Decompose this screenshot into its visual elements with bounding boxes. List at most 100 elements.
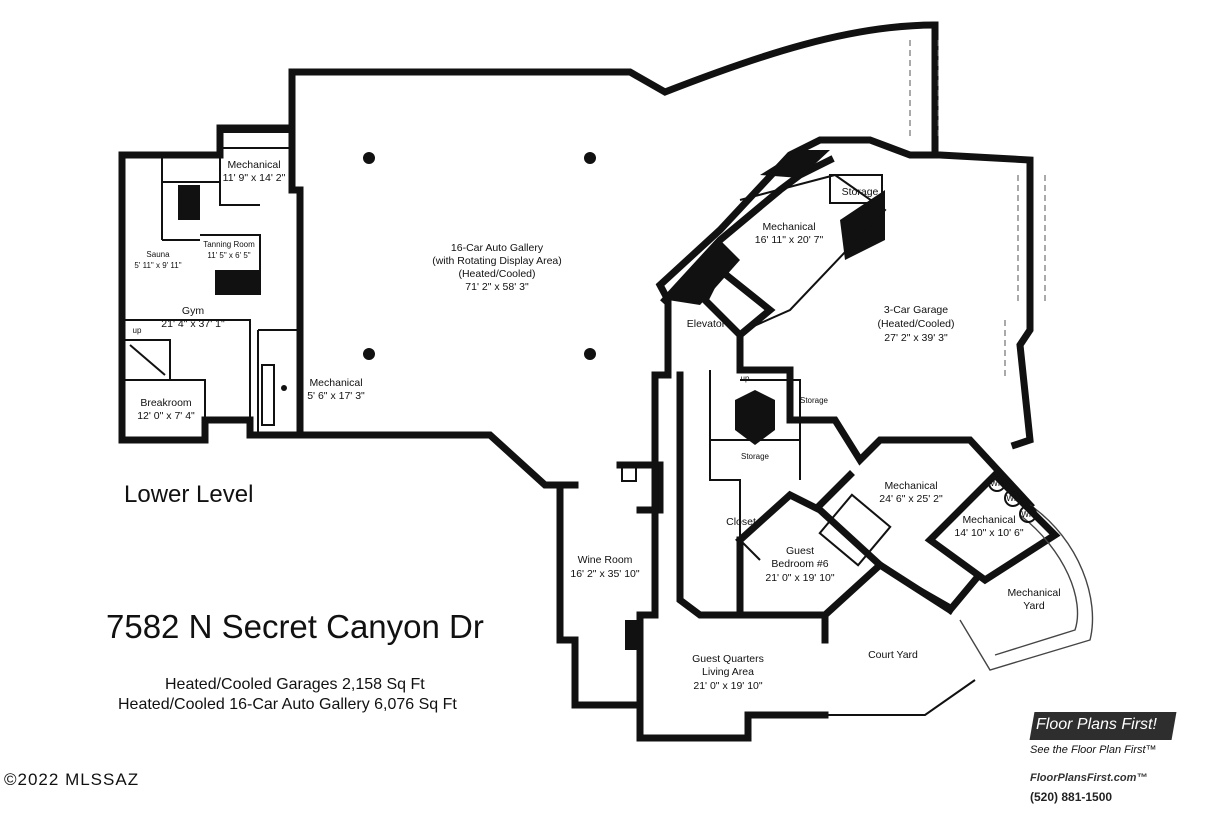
mech-wh-wall xyxy=(924,470,1061,585)
mechanical-units xyxy=(221,131,291,149)
room-label-sauna: Sauna 5' 11" x 9' 11" xyxy=(134,250,181,270)
svg-text:16' 11" x 20' 7": 16' 11" x 20' 7" xyxy=(755,234,824,246)
level-title: Lower Level xyxy=(124,481,254,508)
svg-text:21' 0" x 19' 10": 21' 0" x 19' 10" xyxy=(693,680,763,692)
mech-large-wall xyxy=(815,470,980,615)
svg-text:WH: WH xyxy=(1021,510,1035,519)
svg-text:Mechanical: Mechanical xyxy=(1007,587,1060,599)
mech-elevator-room xyxy=(739,173,887,331)
svg-text:5' 11" x 9' 11": 5' 11" x 9' 11" xyxy=(134,261,181,270)
room-label-storage-b: Storage xyxy=(741,452,770,461)
gym-stair-up-label: up xyxy=(133,326,142,335)
auto-gallery-note1: (with Rotating Display Area) xyxy=(432,255,562,267)
room-label-court: Court Yard xyxy=(868,649,918,661)
svg-text:16' 2" x 35' 10": 16' 2" x 35' 10" xyxy=(570,568,640,580)
svg-text:WH: WH xyxy=(1006,494,1020,503)
mech-wall-fill-3 xyxy=(840,190,885,260)
water-heater-labels: WH WH WH xyxy=(990,479,1035,519)
mech-equipment xyxy=(261,364,275,426)
svg-text:Mechanical: Mechanical xyxy=(309,377,362,389)
column xyxy=(584,348,596,360)
wine-room-wall xyxy=(556,461,664,514)
room-label-breakroom: Breakroom 12' 0" x 7' 4" xyxy=(137,397,195,422)
svg-text:Mechanical: Mechanical xyxy=(762,221,815,233)
auto-gallery-wall xyxy=(288,68,1034,709)
gym-stair xyxy=(125,339,171,381)
logo-phone: (520) 881-1500 xyxy=(1030,790,1113,804)
auto-gallery-note2: (Heated/Cooled) xyxy=(458,268,535,280)
room-label-mech-yard: Mechanical Yard xyxy=(1007,587,1060,612)
room-label-storage-top: Storage xyxy=(842,186,879,198)
auto-gallery-top-wall xyxy=(288,21,939,96)
svg-text:14' 10" x 10' 6": 14' 10" x 10' 6" xyxy=(954,527,1024,539)
guest-bedroom-wall xyxy=(735,490,886,620)
stair-core xyxy=(735,390,775,445)
svg-text:24' 6" x 25' 2": 24' 6" x 25' 2" xyxy=(879,493,943,505)
room-label-tanning: Tanning Room 11' 5" x 6' 5" xyxy=(203,240,255,260)
svg-text:21' 0" x 19' 10": 21' 0" x 19' 10" xyxy=(765,572,835,584)
sauna-bench xyxy=(178,185,200,220)
column xyxy=(363,152,375,164)
stair-up-label: up xyxy=(741,374,750,383)
room-label-guest-living: Guest Quarters Living Area 21' 0" x 19' … xyxy=(692,653,764,692)
brand-logo: Floor Plans First! See the Floor Plan Fi… xyxy=(1028,712,1188,812)
corridor-east-wall xyxy=(676,331,1035,619)
auto-gallery-dims: 71' 2" x 58' 3" xyxy=(465,281,529,293)
svg-text:Bedroom #6: Bedroom #6 xyxy=(771,558,828,570)
room-label-closet: Closet xyxy=(726,516,756,528)
room-label-garage: 3-Car Garage (Heated/Cooled) 27' 2" x 39… xyxy=(877,304,954,344)
svg-text:Living Area: Living Area xyxy=(702,666,754,678)
svg-text:12' 0" x 7' 4": 12' 0" x 7' 4" xyxy=(137,410,195,422)
room-label-mech-small: Mechanical 5' 6" x 17' 3" xyxy=(307,377,365,402)
svg-text:Sauna: Sauna xyxy=(146,250,170,259)
bed-outline xyxy=(818,493,892,567)
svg-text:Mechanical: Mechanical xyxy=(962,514,1015,526)
room-label-mech-top-left: Mechanical 11' 9" x 14' 2" xyxy=(223,159,286,184)
svg-text:Guest Quarters: Guest Quarters xyxy=(692,653,764,665)
svg-text:Breakroom: Breakroom xyxy=(140,397,192,409)
mechanical-yard-curve xyxy=(959,504,1094,671)
svg-text:Wine Room: Wine Room xyxy=(578,554,633,566)
elevator-shaft xyxy=(660,155,835,340)
room-label-elevator: Elevator xyxy=(687,318,726,330)
mech-wall-fill-2 xyxy=(760,150,830,178)
logo-brand: Floor Plans First! xyxy=(1036,716,1157,733)
column xyxy=(363,348,375,360)
room-label-guest-bed: Guest Bedroom #6 21' 0" x 19' 10" xyxy=(765,545,835,584)
copyright-text: ©2022 MLSSAZ xyxy=(4,770,140,789)
stat-garages: Heated/Cooled Garages 2,158 Sq Ft xyxy=(165,676,425,693)
property-address: 7582 N Secret Canyon Dr xyxy=(106,608,484,645)
room-label-auto-gallery: 16-Car Auto Gallery (with Rotating Displ… xyxy=(432,242,562,293)
room-label-mech-elevator: Mechanical 16' 11" x 20' 7" xyxy=(755,221,824,246)
room-label-wine: Wine Room 16' 2" x 35' 10" xyxy=(570,554,640,580)
stat-auto-gallery: Heated/Cooled 16-Car Auto Gallery 6,076 … xyxy=(118,696,457,713)
svg-text:Yard: Yard xyxy=(1023,600,1045,612)
auto-gallery-name: 16-Car Auto Gallery xyxy=(451,242,544,254)
svg-text:(Heated/Cooled): (Heated/Cooled) xyxy=(877,318,954,330)
column xyxy=(584,152,596,164)
svg-text:3-Car Garage: 3-Car Garage xyxy=(884,304,948,316)
svg-text:WH: WH xyxy=(990,479,1004,488)
tanning-bed xyxy=(215,270,260,295)
svg-text:Gym: Gym xyxy=(182,305,204,317)
room-label-mech-large: Mechanical 24' 6" x 25' 2" xyxy=(879,480,943,505)
svg-text:Mechanical: Mechanical xyxy=(227,159,280,171)
room-label-gym: Gym 21' 4" x 37' 1" xyxy=(161,305,225,330)
svg-text:Mechanical: Mechanical xyxy=(884,480,937,492)
courtyard-wall xyxy=(825,564,976,716)
svg-text:11' 9" x 14' 2": 11' 9" x 14' 2" xyxy=(223,172,286,184)
interior-walls-left xyxy=(122,155,300,435)
mech-wall-fill xyxy=(668,240,740,305)
svg-text:11' 5" x 6' 5": 11' 5" x 6' 5" xyxy=(207,251,250,260)
logo-tagline: See the Floor Plan First™ xyxy=(1030,744,1157,756)
room-label-mech-wh: Mechanical 14' 10" x 10' 6" xyxy=(954,514,1024,539)
room-label-storage-a: Storage xyxy=(800,396,829,405)
logo-url: FloorPlansFirst.com™ xyxy=(1030,772,1148,784)
svg-text:Guest: Guest xyxy=(786,545,814,557)
svg-text:Tanning Room: Tanning Room xyxy=(203,240,255,249)
svg-text:21' 4" x 37' 1": 21' 4" x 37' 1" xyxy=(161,318,225,330)
svg-text:27' 2" x 39' 3": 27' 2" x 39' 3" xyxy=(884,332,948,344)
svg-text:5' 6" x 17' 3": 5' 6" x 17' 3" xyxy=(307,390,365,402)
corridor-interior xyxy=(709,370,801,561)
